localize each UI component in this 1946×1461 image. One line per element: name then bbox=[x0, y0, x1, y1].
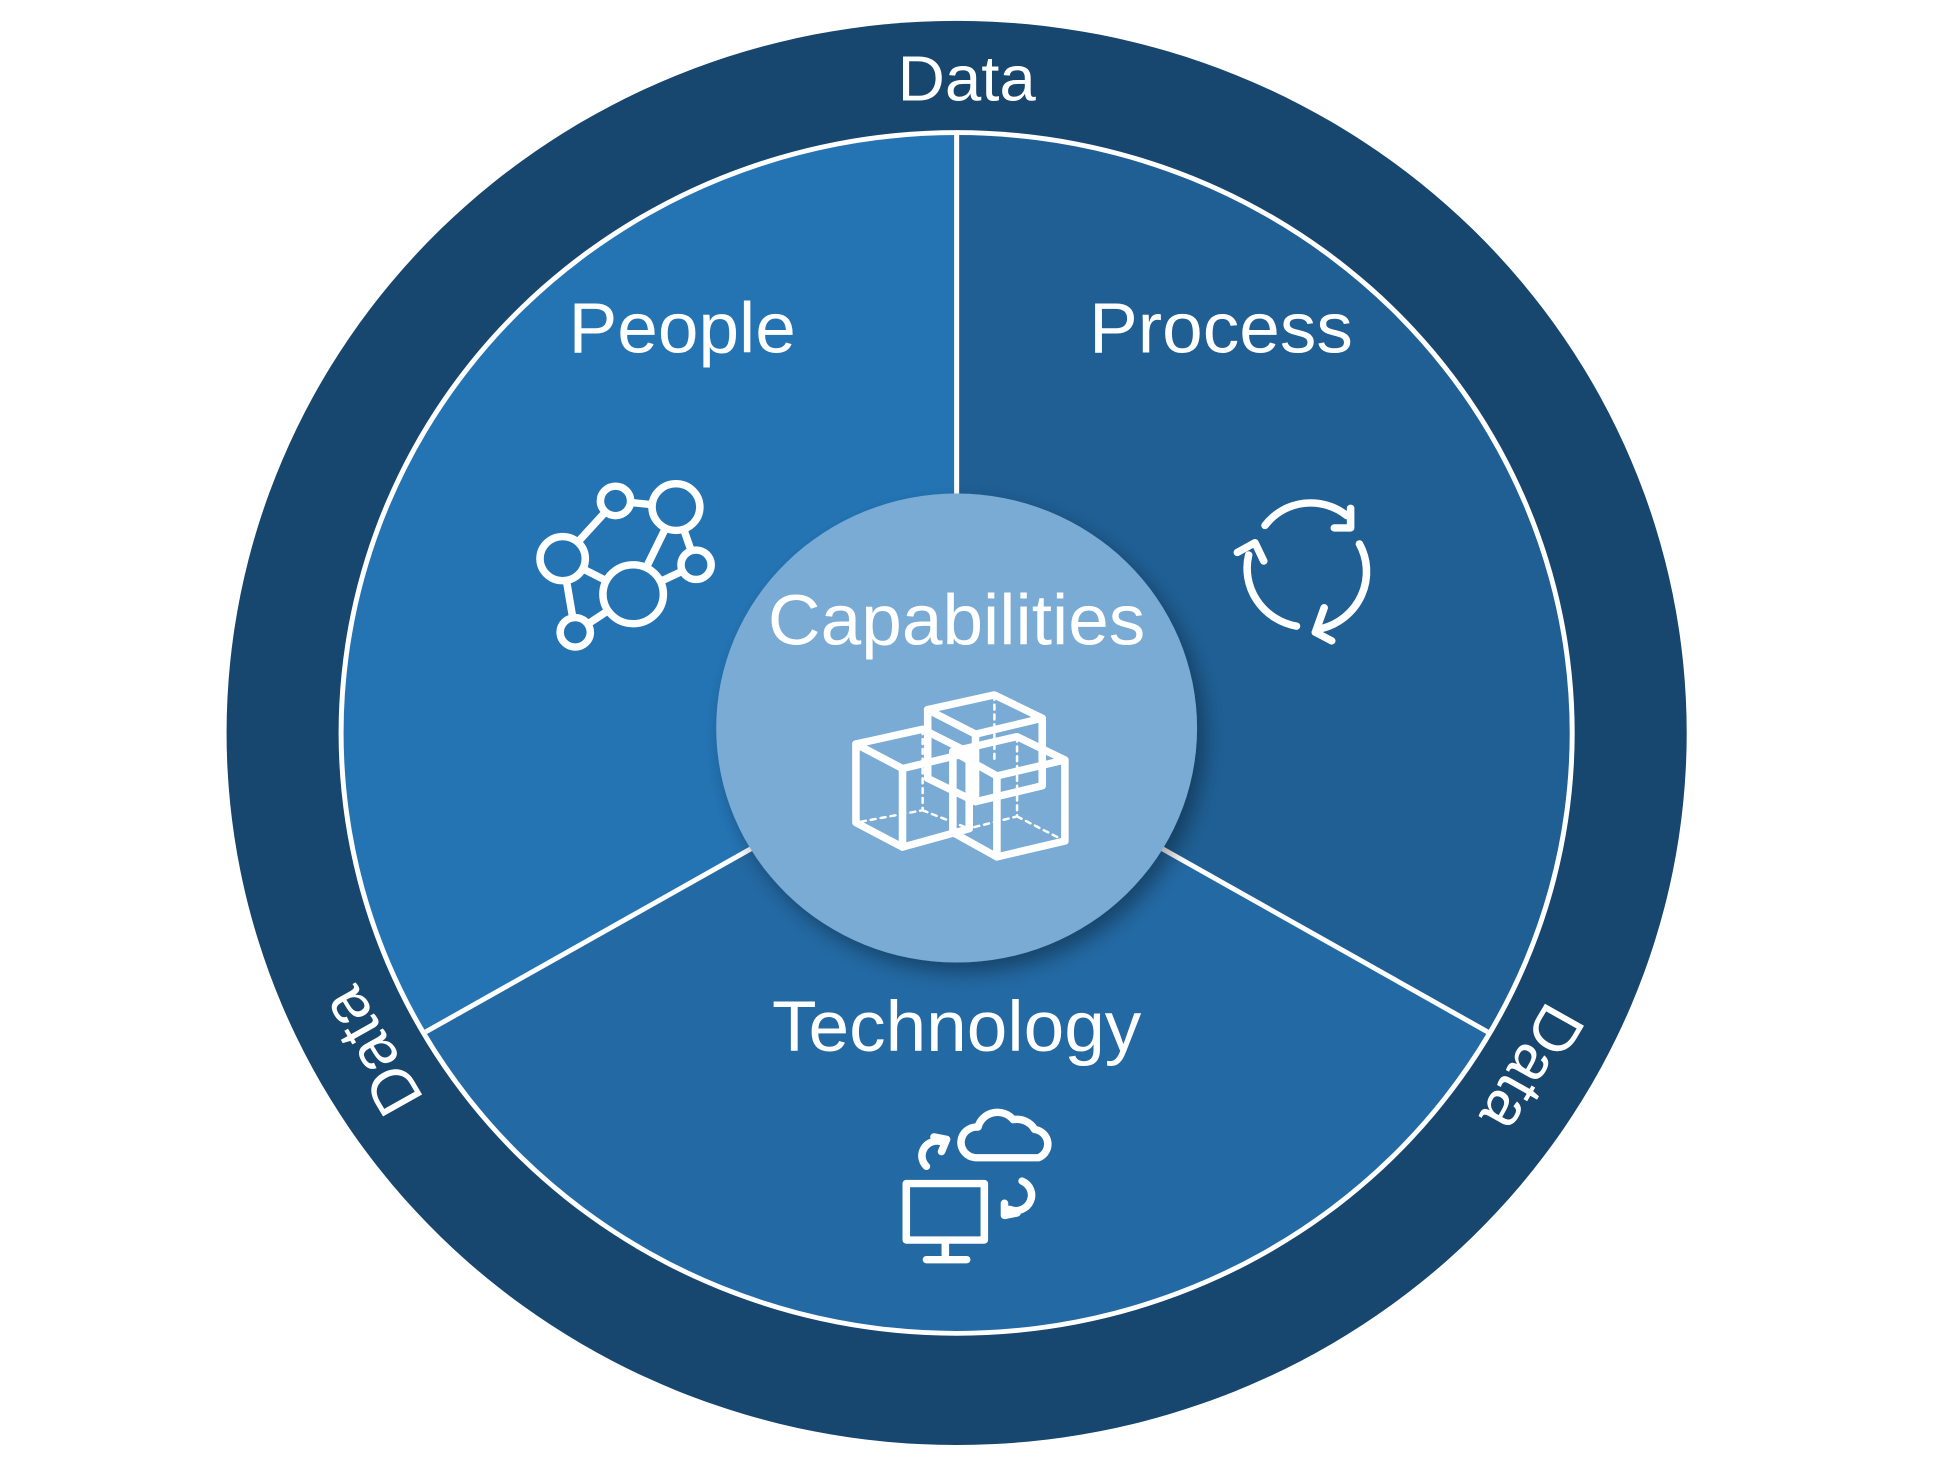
segment-label-people: People bbox=[569, 289, 796, 368]
center-label: Capabilities bbox=[768, 581, 1145, 660]
cycle-arrows-icon bbox=[1233, 499, 1371, 645]
ring-label-top: Data bbox=[898, 42, 1036, 114]
stacked-cubes-icon bbox=[852, 691, 1069, 861]
cloud-computer-sync-icon bbox=[902, 1108, 1052, 1264]
segment-label-technology: Technology bbox=[772, 988, 1141, 1067]
people-network-icon bbox=[536, 480, 715, 651]
segment-label-process: Process bbox=[1089, 289, 1353, 368]
